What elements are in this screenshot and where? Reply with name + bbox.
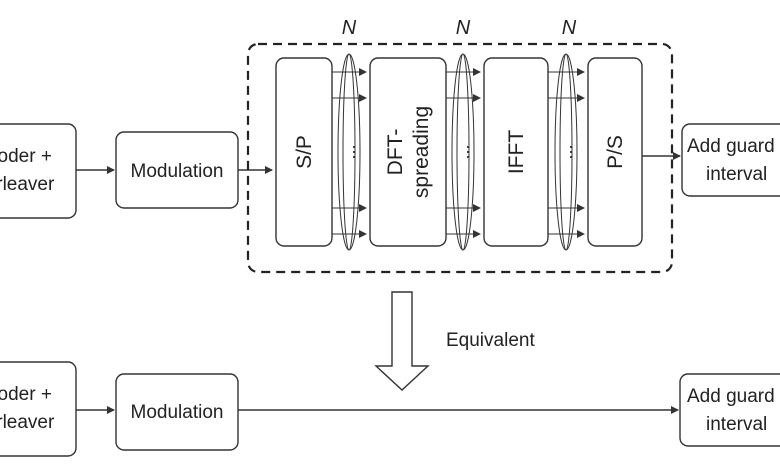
ifft-block: IFFT [483,57,549,247]
ps-label: P/S [604,135,627,169]
dft-label-line2: spreading [410,106,433,198]
modulation-label: Modulation [131,161,224,182]
guard-label-line1-bottom: Add guard [687,386,775,407]
modulation-block-bottom: Modulation [115,373,239,451]
encoder-label-line2: erleaver [0,174,55,195]
parallel-lines [332,68,585,238]
guard-label-line2: interval [706,164,767,185]
n-bracket-ellipses [337,53,578,251]
dft-spreading-block: DFT- spreading [369,57,447,247]
encoder-label-line1-bottom: coder + [0,384,52,405]
add-guard-interval-block-top: Add guard interval [681,123,780,197]
sp-block: S/P [275,57,333,247]
encoder-interleaver-block-bottom: coder + erleaver [0,361,77,457]
sp-label: S/P [293,135,316,169]
equivalent-down-arrow-icon [374,291,430,391]
dots-3: ... [556,144,576,159]
encoder-label-line2-bottom: erleaver [0,412,55,433]
dots-2: ... [453,144,473,159]
modulation-block-top: Modulation [115,131,239,209]
guard-label-line2-bottom: interval [706,414,767,435]
n-label-3: N [562,17,577,39]
dots-1: ... [339,144,359,159]
guard-label-line1: Add guard [687,136,775,157]
n-label-2: N [456,17,471,39]
add-guard-interval-block-bottom: Add guard interval [679,373,780,447]
n-label-1: N [342,17,357,39]
encoder-label-line1: coder + [0,146,52,167]
ps-block: P/S [587,57,643,247]
ifft-label: IFFT [505,130,528,174]
encoder-interleaver-block-top: coder + erleaver [0,123,77,219]
dashed-group-boundary [246,42,674,274]
equivalent-label: Equivalent [446,330,535,351]
dft-label-line1: DFT- [384,129,407,176]
modulation-label-bottom: Modulation [131,402,224,423]
